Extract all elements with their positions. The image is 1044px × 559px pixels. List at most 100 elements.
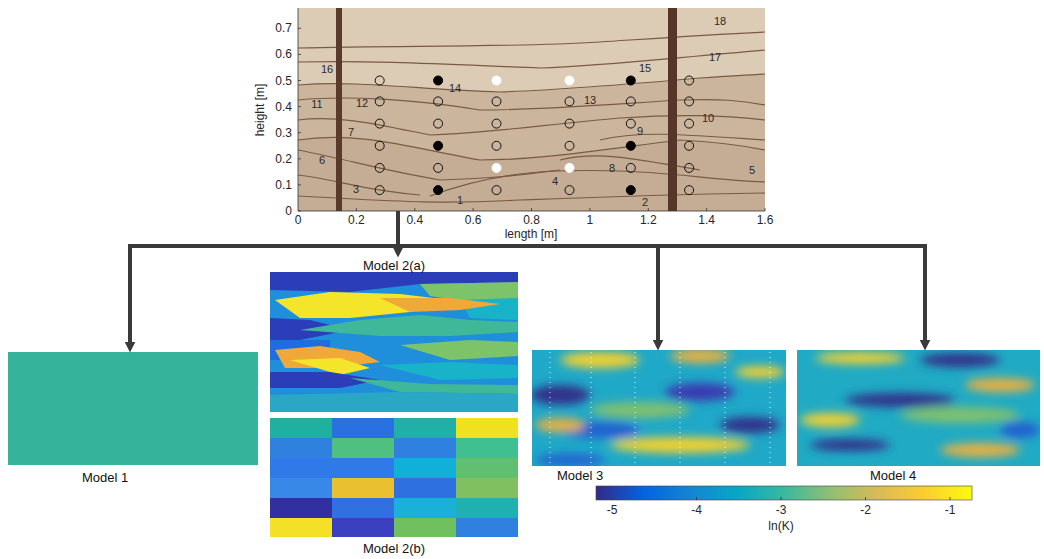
- model-label: Model 2(b): [363, 540, 425, 555]
- model-4-field: [800, 352, 1040, 457]
- sample-points: [375, 119, 384, 128]
- sand-tank-photo: [298, 50, 765, 68]
- axis-tick: 0.8: [523, 213, 540, 228]
- model-2b-blocks: [270, 438, 332, 458]
- layer-number: 6: [319, 154, 325, 167]
- sample-points: [565, 141, 574, 150]
- layer-number: 5: [749, 164, 755, 177]
- model-3-field: [590, 402, 690, 418]
- model-3-field: [550, 352, 770, 466]
- sample-points: [492, 119, 501, 128]
- model-2b-blocks: [394, 498, 456, 518]
- sand-tank-photo: [336, 8, 342, 211]
- model-panel: Model 3: [532, 350, 786, 483]
- model-2a-zones: [400, 340, 518, 360]
- sand-tank-photo: [298, 137, 765, 211]
- model-3-field: [532, 350, 786, 466]
- model-2b-blocks: [394, 478, 456, 498]
- sample-points: [492, 186, 501, 195]
- axis-tick: 0.1: [275, 177, 292, 192]
- model-2a-zones: [350, 378, 518, 394]
- sand-tank-photo: [298, 74, 765, 92]
- axis-tick: 1.4: [698, 213, 715, 228]
- model-2b-blocks: [270, 418, 518, 537]
- model-2b-blocks: [394, 438, 456, 458]
- sample-points: [375, 76, 384, 85]
- model-2a-zones: [380, 362, 518, 380]
- sample-points: [434, 119, 443, 128]
- model-3-field: [532, 350, 786, 466]
- sample-points: [492, 76, 501, 85]
- model-4-field: [815, 352, 905, 364]
- colorbar-tick: -1: [945, 503, 956, 518]
- sample-points: [434, 186, 443, 195]
- sample-points: [626, 97, 635, 106]
- model-4-field: [900, 407, 1020, 423]
- layer-number: 2: [642, 196, 648, 209]
- model-3-field: [550, 352, 770, 466]
- axis-tick: 0.5: [275, 73, 292, 88]
- model-3-field: [670, 350, 730, 363]
- model-4-field: [797, 350, 1040, 466]
- colorbar: [596, 486, 972, 500]
- axis-tick: 0.3: [275, 125, 292, 140]
- colorbar-title: ln(K): [768, 519, 793, 534]
- axis-tick: 0.6: [275, 47, 292, 62]
- axis-tick: 0.4: [406, 213, 423, 228]
- sand-tank-photo: [298, 8, 765, 211]
- sand-tank-photo: [298, 175, 420, 195]
- model-2b-blocks: [332, 498, 394, 518]
- layer-number: 12: [356, 97, 368, 110]
- sample-points: [685, 163, 694, 172]
- colorbar-tick: -2: [860, 503, 871, 518]
- sample-points: [626, 163, 635, 172]
- sample-points: [626, 76, 635, 85]
- colorbar-tick: -5: [607, 503, 618, 518]
- model-2a-zones: [380, 298, 500, 312]
- colorbar: [612, 497, 950, 500]
- axis-lines: [356, 208, 765, 211]
- model-4-field: [1000, 422, 1040, 438]
- model-2b-blocks: [270, 478, 332, 498]
- colorbar-tick: -4: [691, 503, 702, 518]
- axis-tick: 0.2: [348, 213, 365, 228]
- model-2b-blocks: [332, 478, 394, 498]
- layer-number: 3: [353, 183, 359, 196]
- colorbar-tick: -3: [776, 503, 787, 518]
- model-3-field: [532, 350, 785, 466]
- sample-points: [434, 76, 443, 85]
- axis-tick: 1.6: [757, 213, 774, 228]
- sample-points: [375, 186, 384, 195]
- layer-number: 14: [449, 82, 461, 95]
- model-2b-blocks: [270, 418, 332, 438]
- model-label: Model 4: [870, 468, 916, 483]
- axis-tick: 0.2: [275, 151, 292, 166]
- sample-points: [434, 163, 443, 172]
- model-4-field: [940, 443, 1020, 457]
- model-2b-blocks: [332, 518, 394, 537]
- model-3-field: [560, 352, 640, 368]
- model-4-field: [797, 350, 1040, 466]
- layer-number: 16: [321, 63, 333, 76]
- sample-points: [626, 186, 635, 195]
- model-2b-blocks: [394, 458, 456, 478]
- sample-points: [492, 141, 501, 150]
- model-2b-blocks: [332, 458, 394, 478]
- flow-arrow: [398, 211, 925, 344]
- model-2a-zones: [300, 315, 518, 336]
- axis-tick: 0.6: [465, 213, 482, 228]
- model-2b-blocks: [270, 518, 332, 537]
- sample-points: [565, 97, 574, 106]
- sand-tank-photo: [600, 134, 765, 140]
- model-2b-blocks: [394, 418, 456, 438]
- model-label: Model 2(a): [363, 257, 425, 272]
- sample-points: [375, 76, 693, 195]
- model-3-field: [735, 366, 785, 378]
- sample-points: [492, 97, 501, 106]
- sample-points: [685, 76, 694, 85]
- axis-tick: 1.2: [640, 213, 657, 228]
- model-2b-blocks: [456, 458, 518, 478]
- sample-points: [375, 141, 384, 150]
- axis-lines: [298, 8, 765, 211]
- model-2b-blocks: [456, 418, 518, 438]
